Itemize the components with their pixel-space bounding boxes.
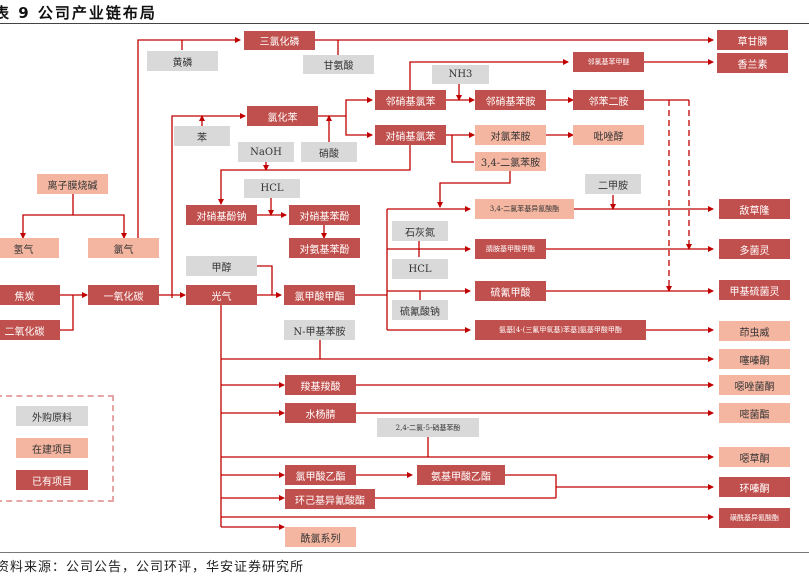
node-nitro245: 2,4-二氯-5-硝基苯酚	[377, 418, 479, 437]
node-yiyanghuatan: 一氧化碳	[88, 285, 159, 305]
node-linlvjibenjiami: 邻氯基苯甲醚	[573, 52, 644, 72]
node-huansaitong: 环嗪酮	[719, 477, 790, 497]
node-duixiaojilvben: 对硝基氯苯	[375, 125, 446, 145]
edge-to-isocyanate	[437, 170, 511, 208]
node-jiajiliujunling: 甲基硫菌灵	[719, 280, 790, 300]
node-lvjiasuanjiazhi: 氯甲酸甲酯	[284, 285, 355, 305]
node-lvhuaben: 氯化苯	[247, 106, 318, 126]
legend	[0, 395, 114, 502]
node-hcl-2: HCL	[392, 259, 448, 279]
node-eryanghuatan: 二氧化碳	[0, 320, 60, 340]
edge-jiachun	[257, 265, 273, 295]
node-duixiaojibenfen: 对硝基苯酚	[289, 205, 360, 225]
node-duixiaojifenna: 对硝基酚钠	[186, 205, 257, 225]
node-shuiyangjing: 水杨腈	[285, 403, 356, 423]
node-duilvbenan: 对氯苯胺	[475, 125, 546, 145]
node-saiwtong: 噻嗪酮	[719, 349, 790, 369]
node-bizuochun: 吡唑醇	[573, 125, 644, 145]
node-lvjiasuanyizhi: 氯甲酸乙酯	[285, 465, 356, 485]
edge-chlorine-to-pcl3	[137, 37, 241, 238]
node-erjiaan: 二甲胺	[585, 174, 641, 194]
node-ben: 苯	[174, 126, 230, 146]
node-lvqi: 氯气	[88, 238, 159, 258]
node-ecaotong: 噁草酮	[719, 447, 790, 467]
node-jiachun: 甲醇	[186, 256, 257, 276]
edge-lizimo-to-chlorine	[73, 214, 127, 239]
node-naoh: NaOH	[238, 142, 294, 162]
node-dicaolong: 敌草隆	[719, 199, 790, 219]
node-n-jiajibenan: N-甲基苯胺	[284, 320, 355, 340]
source-note: 资料来源：公司公告，公司环评，华安证券研究所	[0, 560, 305, 575]
node-linxiaojibenan: 邻硝基苯胺	[475, 90, 546, 110]
edge-lizimo-split	[20, 194, 74, 239]
node-huanglin: 黄磷	[147, 51, 218, 71]
edge-duixiaojilvben-down	[218, 145, 411, 205]
node-jingangjijiasuanjiazhi: 腈胺基甲酸甲酯	[475, 239, 546, 259]
edge-to-linlvjibenjiami	[409, 59, 569, 92]
legend-existing: 已有项目	[16, 470, 88, 490]
node-linxiaojilvben: 邻硝基氯苯	[375, 90, 446, 110]
node-ezuojuntong: 噁唑菌酮	[719, 375, 790, 395]
node-huangxianji: 磺酰基异氰酸酯	[719, 508, 790, 528]
node-caoganlin: 草甘膦	[717, 30, 788, 50]
node-sanlvhualin: 三氯化磷	[244, 31, 315, 50]
node-anjijiasuan: 氨基[4-(三氟甲氧基)苯基]氨基甲酸甲酯	[475, 320, 646, 340]
node-liuqingsuanna: 硫氰酸钠	[392, 300, 448, 320]
node-xianlvxilie: 酰氯系列	[285, 527, 356, 547]
node-suojisuan: 羧基羧酸	[285, 375, 356, 395]
node-duianjibenfen: 对氨基苯酚	[289, 238, 360, 258]
node-linbenerjan: 邻苯二胺	[573, 90, 644, 110]
node-ganancusuan: 甘氨酸	[303, 55, 374, 74]
node-huanyiji: 环己基异氰酸酯	[285, 489, 375, 509]
bottom-rule	[0, 552, 809, 553]
node-xianglansu: 香兰素	[717, 53, 788, 73]
edge-anjijiasuanyizhi-out	[505, 474, 557, 498]
node-34-erlvbenan: 3,4-二氯苯胺	[475, 152, 546, 171]
node-hcl-1: HCL	[244, 179, 300, 198]
node-shihuidan: 石灰氮	[392, 221, 448, 241]
node-guangqi: 光气	[186, 285, 257, 305]
node-mijunzhi: 嘧菌酯	[719, 403, 790, 423]
node-lizimo: 离子膜烧碱	[37, 174, 108, 194]
top-rule	[0, 23, 809, 24]
node-suochongwei: 茚虫威	[719, 321, 790, 341]
node-liuqingjiasuan: 硫氰甲酸	[475, 281, 546, 301]
edge-to-duixiaojilvben	[345, 116, 373, 138]
node-anjijiasuanyizhi: 氨基甲酸乙酯	[417, 465, 505, 485]
node-xiaosuan: 硝酸	[301, 142, 357, 162]
page-title: 表 9 公司产业链布局	[0, 4, 157, 22]
node-qingqi: 氢气	[0, 238, 59, 258]
legend-building: 在建项目	[16, 438, 88, 458]
node-nh3: NH3	[432, 65, 489, 84]
node-duojunling: 多菌灵	[719, 239, 790, 259]
edge-to-34dichloroaniline	[451, 135, 474, 163]
edge-chlorine-to-lvhuaben	[171, 113, 246, 298]
node-jiaotan: 焦炭	[0, 285, 60, 305]
legend-external: 外购原料	[16, 406, 88, 426]
edge-to-linxiaojilvben	[345, 97, 373, 116]
edge-eryanghuatan	[60, 295, 74, 331]
node-isocyanate: 3,4-二氯苯基异氰酸酯	[475, 199, 574, 219]
